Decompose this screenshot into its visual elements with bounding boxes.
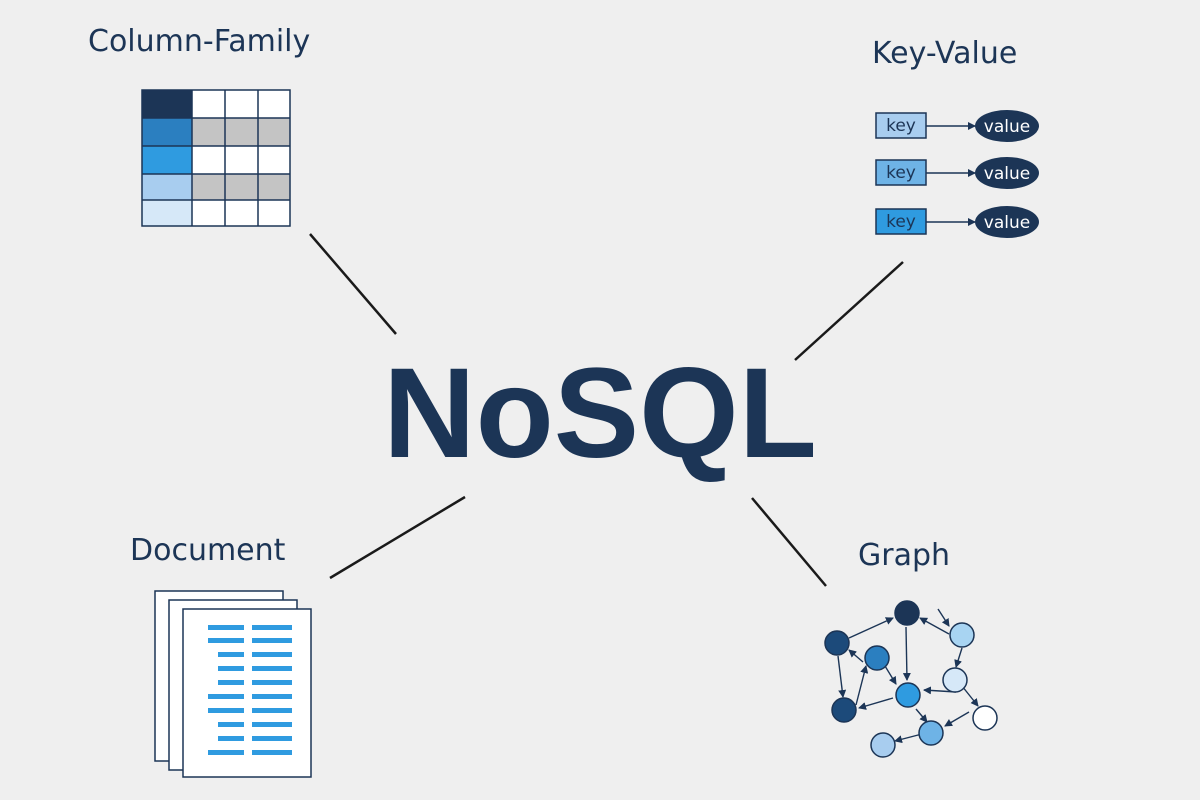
value-text: value [984, 117, 1030, 137]
value-text: value [984, 213, 1030, 233]
kv-pair-2: key value [875, 157, 1039, 189]
key-text: key [886, 163, 916, 183]
value-oval [975, 206, 1039, 238]
key-text: key [886, 116, 916, 136]
value-oval [975, 157, 1039, 189]
graph-label: Graph [858, 538, 951, 573]
connector-column-family [309, 233, 397, 335]
kv-pair-3: key value [875, 206, 1039, 238]
column-table-icon [141, 89, 291, 227]
key-value-label: Key-Value [872, 36, 1018, 71]
connector-graph [751, 497, 827, 587]
key-box [875, 112, 927, 139]
document-stack-icon [154, 590, 312, 778]
connector-key-value [794, 261, 904, 361]
document-label: Document [130, 533, 286, 568]
connector-document [329, 495, 466, 580]
value-text: value [984, 164, 1030, 184]
value-oval [975, 110, 1039, 142]
key-box [875, 159, 927, 186]
key-text: key [886, 212, 916, 232]
kv-pair-1: key value [875, 110, 1039, 142]
nosql-title: NoSQL [383, 342, 817, 485]
key-value-icon: key value key value key value [875, 110, 1039, 238]
graph-network-icon [824, 600, 998, 758]
column-family-label: Column-Family [88, 24, 311, 59]
